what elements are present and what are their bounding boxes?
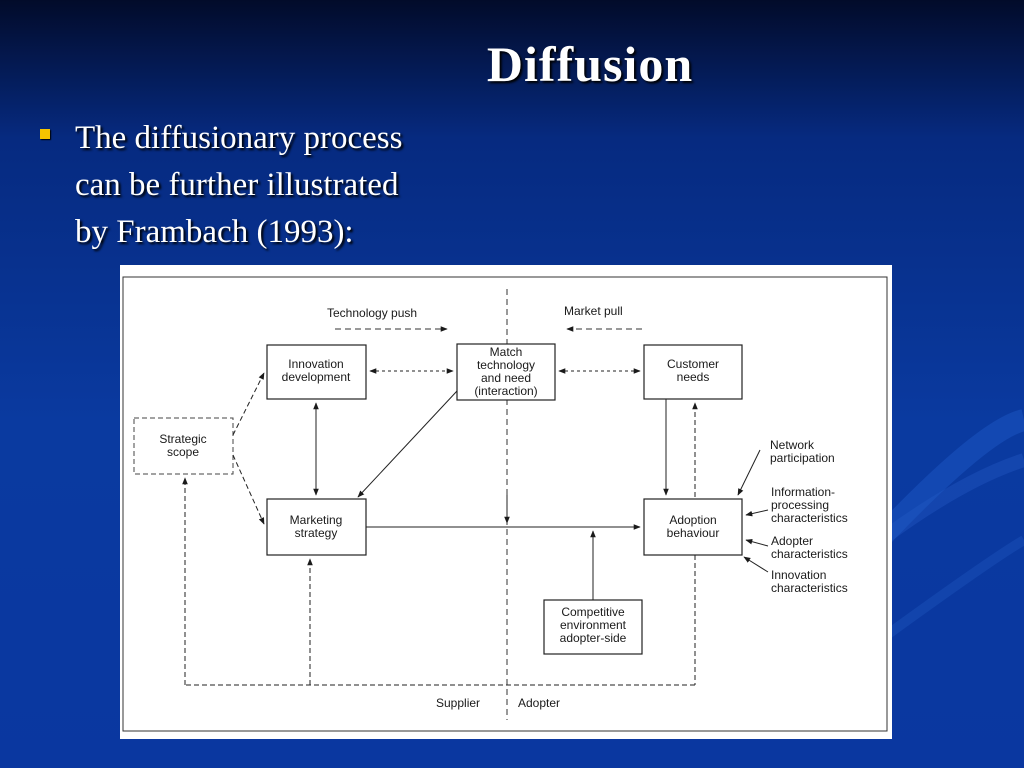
svg-text:adopter-side: adopter-side (560, 631, 627, 645)
bullet-line-3: by Frambach (1993): (75, 214, 354, 250)
svg-text:(interaction): (interaction) (474, 384, 537, 398)
slide-title: Diffusion (486, 36, 694, 92)
diagram-connectors (182, 368, 769, 686)
svg-text:Match: Match (490, 345, 523, 359)
svg-text:behaviour: behaviour (667, 526, 720, 540)
svg-text:technology: technology (477, 358, 535, 372)
svg-text:Customer: Customer (667, 357, 719, 371)
frambach-diagram: Technology push Market pull Innovation d… (120, 265, 892, 739)
technology-push-label: Technology push (327, 306, 417, 320)
svg-text:Information-: Information- (771, 485, 835, 499)
box-competitive-environment: Competitive environment adopter-side (543, 599, 643, 655)
market-pull-label: Market pull (564, 304, 623, 318)
svg-text:Competitive: Competitive (561, 605, 625, 619)
svg-text:participation: participation (770, 451, 835, 465)
svg-text:environment: environment (560, 618, 627, 632)
factor-network-participation: Network participation (770, 438, 835, 465)
svg-text:Network: Network (770, 438, 815, 452)
svg-text:Adopter: Adopter (771, 534, 813, 548)
svg-text:development: development (282, 370, 351, 384)
diagram-frame (122, 276, 888, 732)
svg-text:and need: and need (481, 371, 531, 385)
supplier-label: Supplier (436, 696, 480, 710)
bullet-line-2: can be further illustrated (75, 167, 399, 203)
adopter-label: Adopter (518, 696, 560, 710)
svg-text:Innovation: Innovation (771, 568, 826, 582)
box-match-technology: Match technology and need (interaction) (456, 343, 556, 401)
box-marketing-strategy: Marketing strategy (266, 498, 367, 556)
svg-text:Strategic: Strategic (159, 432, 206, 446)
bullet-text: The diffusionary process can be further … (75, 115, 495, 256)
svg-text:processing: processing (771, 498, 829, 512)
svg-text:characteristics: characteristics (771, 547, 848, 561)
svg-text:Innovation: Innovation (288, 357, 343, 371)
svg-text:scope: scope (167, 445, 199, 459)
box-customer-needs: Customer needs (643, 344, 743, 400)
svg-text:Marketing: Marketing (290, 513, 343, 527)
svg-text:characteristics: characteristics (771, 581, 848, 595)
bullet-line-1: The diffusionary process (75, 120, 403, 156)
factor-innovation-characteristics: Innovation characteristics (771, 568, 848, 595)
svg-text:Adoption: Adoption (669, 513, 716, 527)
bullet-square-icon (40, 129, 50, 139)
factor-adopter-characteristics: Adopter characteristics (771, 534, 848, 561)
svg-text:needs: needs (677, 370, 710, 384)
factor-information-processing: Information- processing characteristics (771, 485, 848, 525)
box-adoption-behaviour: Adoption behaviour (643, 498, 743, 556)
box-strategic-scope: Strategic scope (133, 417, 234, 475)
svg-text:strategy: strategy (295, 526, 338, 540)
box-innovation-development: Innovation development (266, 344, 367, 400)
svg-text:characteristics: characteristics (771, 511, 848, 525)
